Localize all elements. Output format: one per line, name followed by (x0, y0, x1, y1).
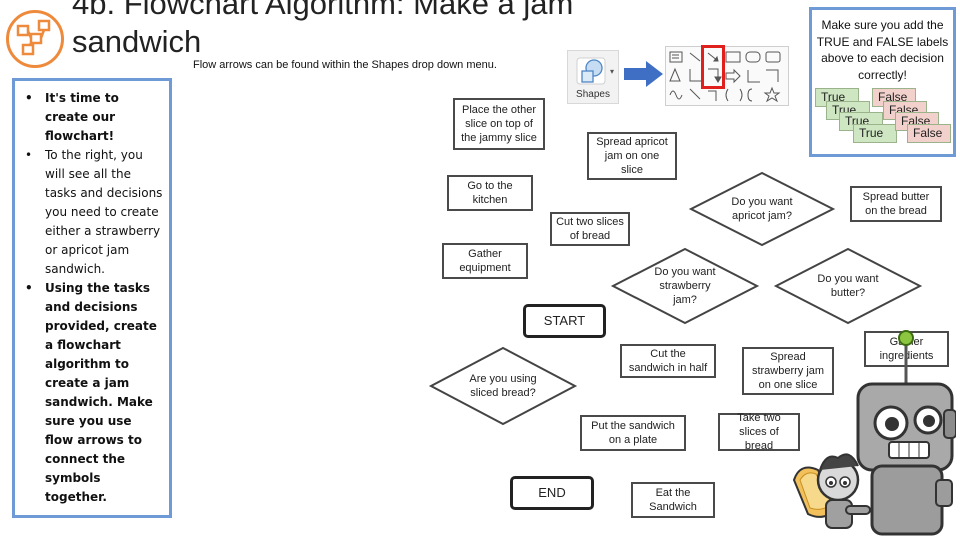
flow-arrows-note: Flow arrows can be found within the Shap… (193, 59, 497, 71)
chevron-down-icon: ▾ (609, 67, 614, 76)
decision-butter[interactable]: Do you want butter? (773, 247, 923, 325)
task-spread-strawberry[interactable]: Spread strawberry jam on one slice (742, 347, 834, 395)
task-gather-equipment[interactable]: Gather equipment (442, 243, 528, 279)
decision-apricot-text: Do you want apricot jam? (731, 196, 793, 222)
true-label[interactable]: True (853, 124, 897, 143)
start-terminal[interactable]: START (523, 304, 606, 338)
decision-strawberry-text: Do you want strawberry jam? (654, 266, 716, 306)
robot-mascot-icon (792, 330, 956, 536)
decision-strawberry-jam[interactable]: Do you want strawberry jam? (610, 247, 760, 325)
task-put-on-plate[interactable]: Put the sandwich on a plate (580, 415, 686, 451)
shapes-gallery[interactable] (665, 46, 789, 106)
highlight-frame (701, 45, 725, 89)
shapes-label: Shapes (576, 89, 610, 100)
decision-butter-text: Do you want butter? (817, 273, 879, 299)
instructions-panel: It's time to create our flowchart!To the… (12, 78, 172, 518)
logo-icon (6, 10, 64, 68)
end-terminal[interactable]: END (510, 476, 594, 510)
page-title-continued: sandwich (72, 24, 202, 59)
task-spread-apricot[interactable]: Spread apricot jam on one slice (587, 132, 677, 180)
instruction-item: It's time to create our flowchart! (25, 89, 163, 146)
task-cut-in-half[interactable]: Cut the sandwich in half (620, 344, 716, 378)
false-label[interactable]: False (907, 124, 951, 143)
decision-sliced-text: Are you using sliced bread? (469, 373, 537, 399)
page-title: 4b. Flowchart Algorithm: Make a jam (72, 0, 574, 21)
task-cut-two-slices[interactable]: Cut two slices of bread (550, 212, 630, 246)
shapes-icon (576, 57, 606, 85)
task-take-two-slices[interactable]: Take two slices of bread (718, 412, 800, 452)
shapes-dropdown-button[interactable]: ▾ Shapes (567, 50, 619, 104)
task-eat-sandwich[interactable]: Eat the Sandwich (631, 482, 715, 518)
decision-sliced-bread[interactable]: Are you using sliced bread? (428, 346, 578, 426)
decision-apricot-jam[interactable]: Do you want apricot jam? (688, 171, 836, 247)
true-false-note: Make sure you add the TRUE and FALSE lab… (816, 18, 949, 82)
task-go-to-kitchen[interactable]: Go to the kitchen (447, 175, 533, 211)
pointer-arrow-icon (624, 61, 663, 87)
instruction-item: Using the tasks and decisions provided, … (25, 279, 163, 507)
task-spread-butter[interactable]: Spread butter on the bread (850, 186, 942, 222)
instruction-item: To the right, you will see all the tasks… (25, 146, 163, 279)
task-place-other-slice[interactable]: Place the other slice on top of the jamm… (453, 98, 545, 150)
